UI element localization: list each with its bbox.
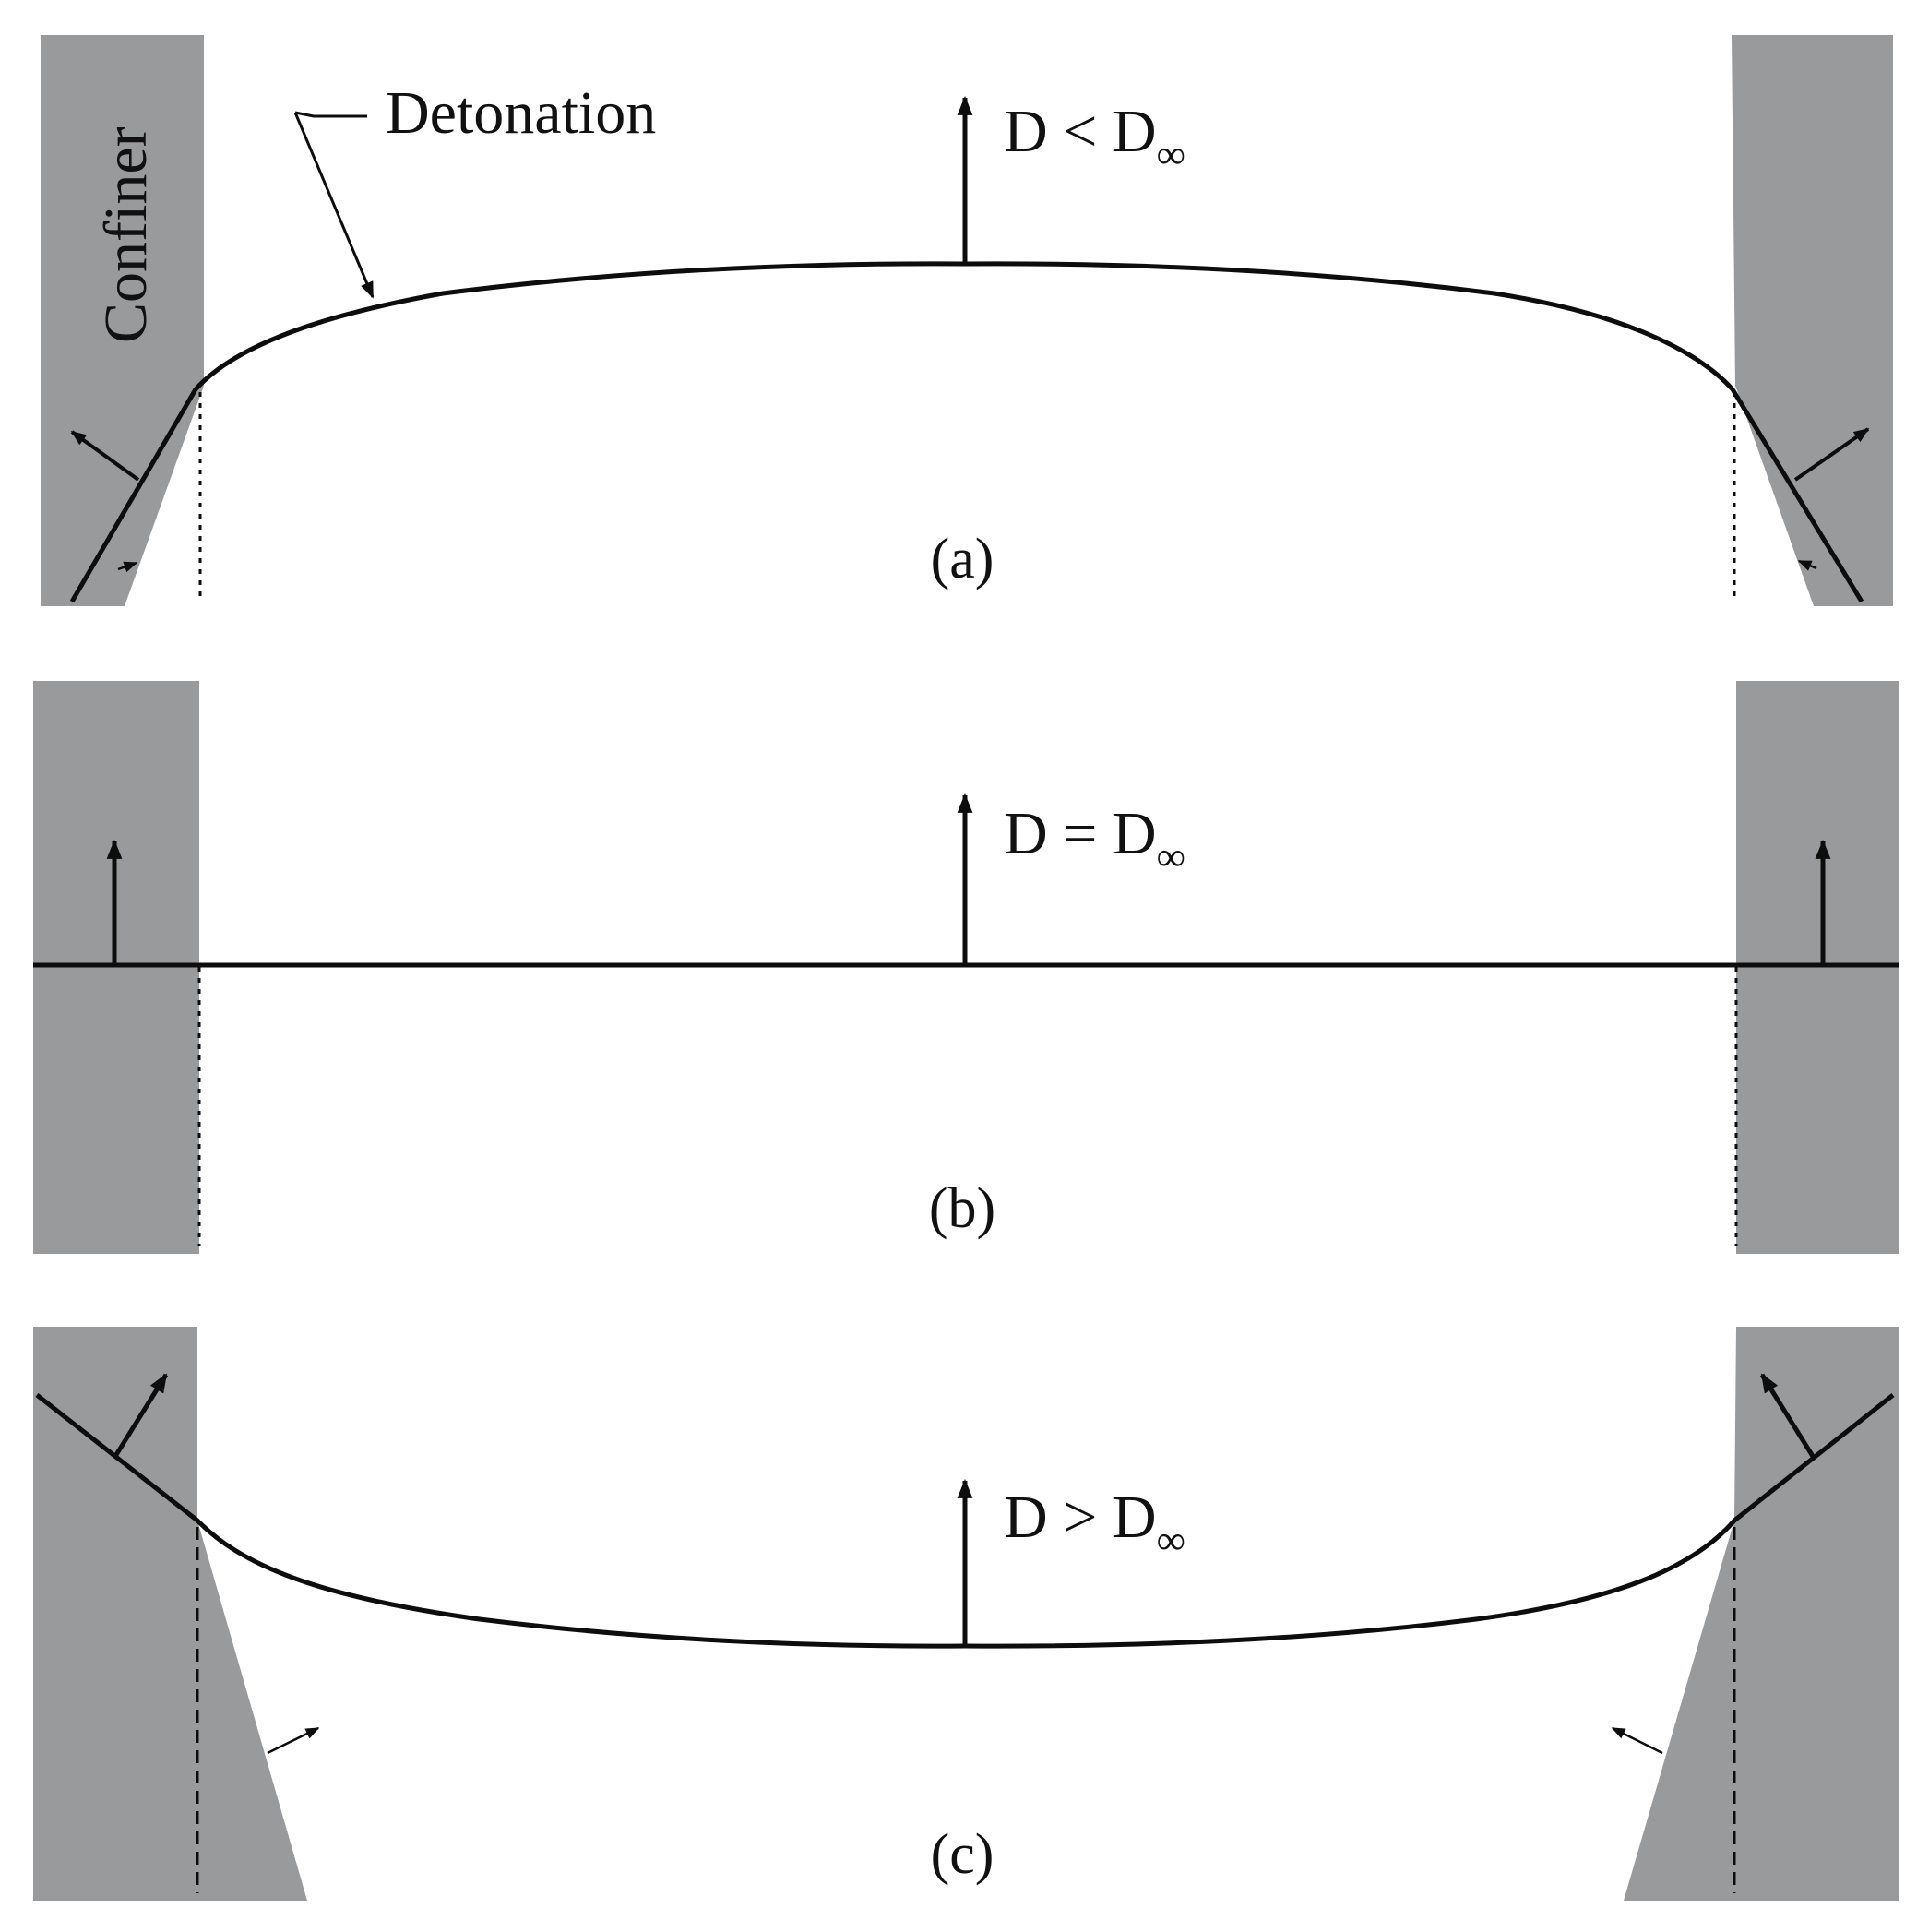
- panel-letter-b: (b): [929, 1177, 995, 1240]
- relation-label-c: D > D∞: [1004, 1484, 1185, 1563]
- detonation-label: Detonation: [386, 79, 656, 147]
- panel-a: Confiner Detonation D < D∞ (a): [41, 35, 1893, 606]
- panel-b: D = D∞ (b): [33, 681, 1899, 1254]
- confiner-left-c: [33, 1327, 307, 1901]
- shock-normal-arrow-left-a: [70, 430, 140, 482]
- confiner-label: Confiner: [92, 126, 160, 343]
- small-arrow-left-a: [117, 561, 138, 573]
- shock-normal-arrow-left-c: [112, 1373, 169, 1460]
- small-arrow-right-a: [1797, 559, 1817, 571]
- small-arrow-left-c: [267, 1726, 320, 1755]
- shock-normal-arrow-right-a: [1793, 427, 1870, 482]
- relation-label-a: D < D∞: [1004, 98, 1185, 177]
- detonation-leader-arrow: [293, 112, 375, 299]
- confiner-left-a: [41, 35, 204, 606]
- panel-letter-a: (a): [931, 528, 994, 590]
- panel-c: D > D∞ (c): [33, 1327, 1899, 1901]
- confiner-right-a: [1732, 35, 1893, 606]
- small-arrow-right-c: [1611, 1726, 1663, 1755]
- detonation-leader-line: [294, 111, 367, 118]
- relation-label-b: D = D∞: [1004, 800, 1185, 879]
- confiner-right-c: [1624, 1327, 1899, 1901]
- shock-normal-arrow-right-c: [1759, 1373, 1816, 1460]
- panel-letter-c: (c): [931, 1823, 994, 1886]
